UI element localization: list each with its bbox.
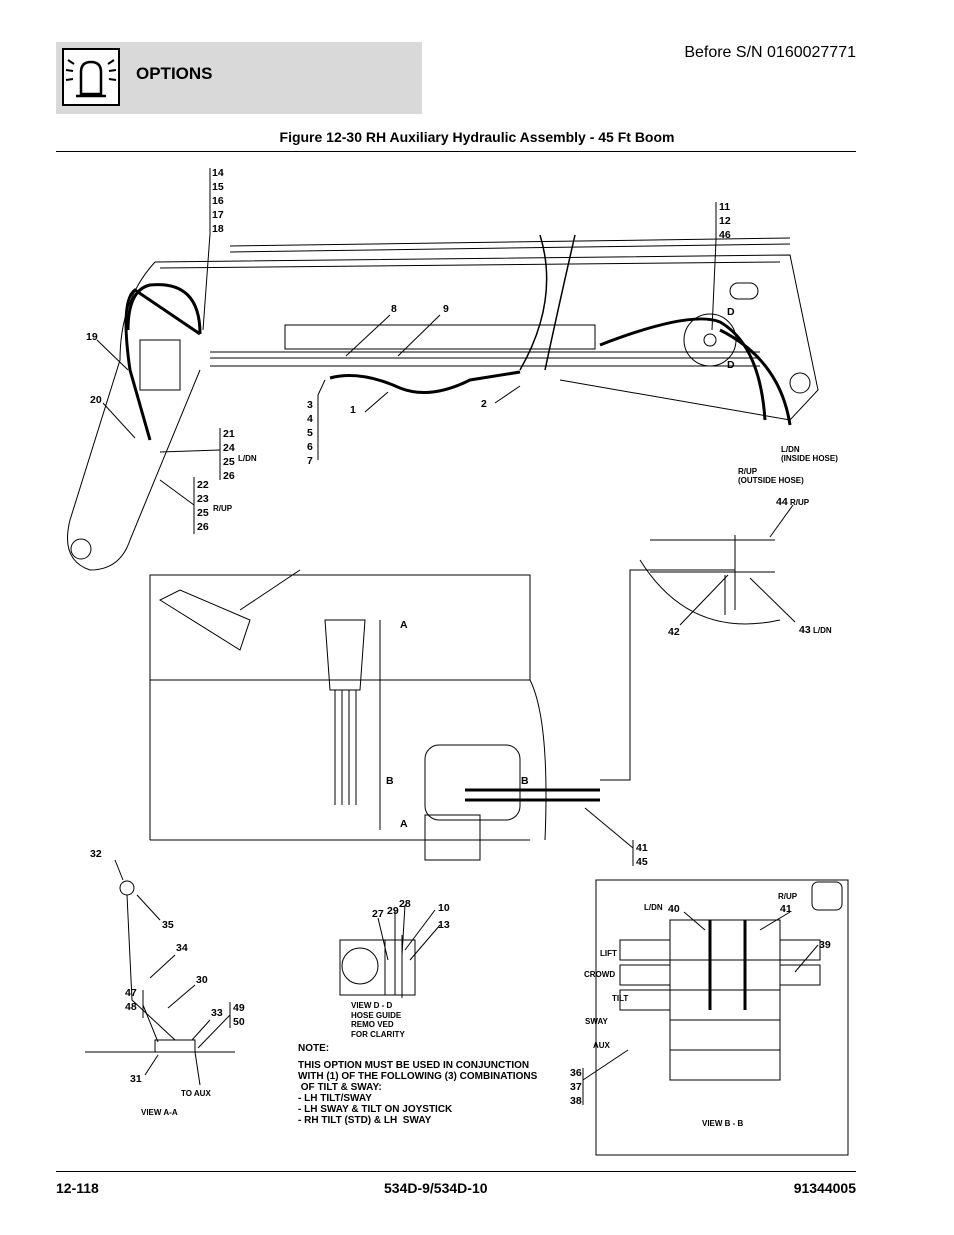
section-a-bottom: A bbox=[400, 818, 408, 830]
label-ldn-43: L/DN bbox=[813, 626, 832, 635]
callout-28: 28 bbox=[399, 898, 411, 910]
callout-41b: 41 bbox=[780, 903, 792, 915]
callout-19: 19 bbox=[86, 331, 98, 343]
callout-47: 47 bbox=[125, 987, 137, 999]
callout-40: 40 bbox=[668, 903, 680, 915]
callout-24: 24 bbox=[223, 442, 235, 454]
section-b-right: B bbox=[521, 775, 529, 787]
callout-21: 21 bbox=[223, 428, 235, 440]
callout-25b: 25 bbox=[197, 507, 209, 519]
label-ldn-40: L/DN bbox=[644, 903, 663, 912]
callout-12: 12 bbox=[719, 215, 731, 227]
callout-4: 4 bbox=[307, 413, 313, 425]
callout-29: 29 bbox=[387, 905, 399, 917]
callout-44: 44 bbox=[776, 496, 788, 508]
label-view-bb: VIEW B - B bbox=[702, 1119, 744, 1128]
label-aux: AUX bbox=[593, 1041, 611, 1050]
callout-23: 23 bbox=[197, 493, 209, 505]
callout-7: 7 bbox=[307, 455, 313, 467]
label-rup-41: R/UP bbox=[778, 892, 798, 901]
callout-9: 9 bbox=[443, 303, 449, 315]
label-view-aa: VIEW A-A bbox=[141, 1108, 178, 1117]
callout-11: 11 bbox=[719, 201, 730, 213]
callout-34: 34 bbox=[176, 942, 188, 954]
callout-25a: 25 bbox=[223, 456, 235, 468]
callout-8: 8 bbox=[391, 303, 397, 315]
callout-5: 5 bbox=[307, 427, 313, 439]
callout-1: 1 bbox=[350, 404, 356, 416]
callout-3: 3 bbox=[307, 399, 313, 411]
callout-41: 41 bbox=[636, 842, 648, 854]
callout-49: 49 bbox=[233, 1002, 245, 1014]
callout-14: 14 bbox=[212, 167, 224, 179]
callout-13: 13 bbox=[438, 919, 450, 931]
label-rup-outside-hose: R/UP (OUTSIDE HOSE) bbox=[738, 467, 804, 485]
label-crowd: CROWD bbox=[584, 970, 615, 979]
callout-31: 31 bbox=[130, 1073, 142, 1085]
section-b-left: B bbox=[386, 775, 394, 787]
section-d-bottom: D bbox=[727, 359, 735, 371]
callout-17: 17 bbox=[212, 209, 224, 221]
label-rup-44: R/UP bbox=[790, 498, 810, 507]
callout-20: 20 bbox=[90, 394, 102, 406]
callout-6: 6 bbox=[307, 441, 313, 453]
label-rup-hose: R/UP bbox=[213, 504, 233, 513]
header-rule bbox=[56, 151, 856, 152]
callout-16: 16 bbox=[212, 195, 224, 207]
figure-title: Figure 12-30 RH Auxiliary Hydraulic Asse… bbox=[279, 129, 675, 145]
callout-48: 48 bbox=[125, 1001, 137, 1013]
callout-42: 42 bbox=[668, 626, 680, 638]
callout-33: 33 bbox=[211, 1007, 223, 1019]
callout-36: 36 bbox=[570, 1067, 582, 1079]
callout-26b: 26 bbox=[197, 521, 209, 533]
label-lift: LIFT bbox=[600, 949, 617, 958]
label-ldn-inside-hose: L/DN (INSIDE HOSE) bbox=[781, 445, 838, 463]
part-number: 91344005 bbox=[793, 1180, 856, 1196]
callout-43: 43 bbox=[799, 624, 811, 636]
note-body: THIS OPTION MUST BE USED IN CONJUNCTION … bbox=[298, 1060, 538, 1126]
callout-10: 10 bbox=[438, 902, 450, 914]
callout-38: 38 bbox=[570, 1095, 582, 1107]
label-to-aux: TO AUX bbox=[181, 1089, 211, 1098]
callout-30: 30 bbox=[196, 974, 208, 986]
callout-46: 46 bbox=[719, 229, 731, 241]
label-tilt: TILT bbox=[612, 994, 628, 1003]
section-a-top: A bbox=[400, 619, 408, 631]
serial-note: Before S/N 0160027771 bbox=[684, 44, 856, 61]
callout-32: 32 bbox=[90, 848, 102, 860]
label-view-dd: VIEW D - D HOSE GUIDE REMO VED FOR CLARI… bbox=[351, 1001, 405, 1039]
callout-35: 35 bbox=[162, 919, 174, 931]
callout-18: 18 bbox=[212, 223, 224, 235]
section-d-top: D bbox=[727, 306, 735, 318]
page-number: 12-118 bbox=[56, 1180, 99, 1196]
callout-2: 2 bbox=[481, 398, 487, 410]
callout-27: 27 bbox=[372, 908, 384, 920]
beacon-light-icon bbox=[62, 48, 120, 106]
callout-22: 22 bbox=[197, 479, 209, 491]
footer-rule bbox=[56, 1171, 856, 1172]
callout-39: 39 bbox=[819, 939, 831, 951]
callout-26a: 26 bbox=[223, 470, 235, 482]
callout-45: 45 bbox=[636, 856, 648, 868]
model-number: 534D-9/534D-10 bbox=[384, 1180, 488, 1196]
callout-37: 37 bbox=[570, 1081, 582, 1093]
callout-15: 15 bbox=[212, 181, 224, 193]
callout-50: 50 bbox=[233, 1016, 245, 1028]
section-title: OPTIONS bbox=[136, 64, 213, 83]
label-sway: SWAY bbox=[585, 1017, 608, 1026]
label-ldn-hose: L/DN bbox=[238, 454, 257, 463]
note-heading: NOTE: bbox=[298, 1043, 330, 1054]
